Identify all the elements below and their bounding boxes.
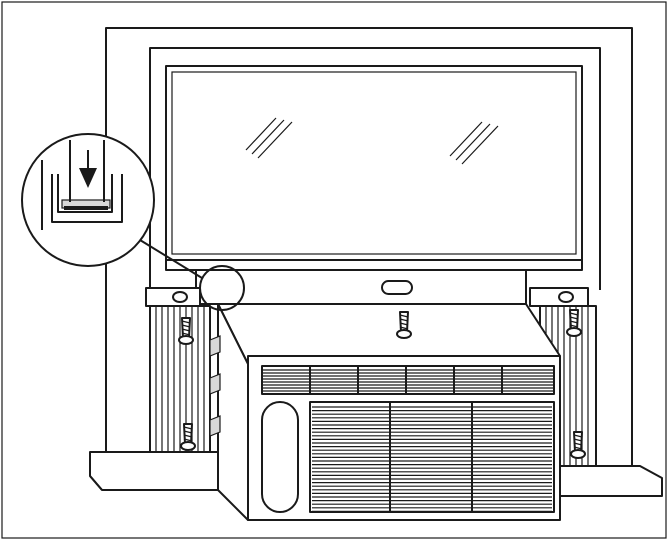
detail-callout [21,133,245,311]
window-sash [165,65,583,261]
screw-icon [180,423,196,451]
ac-front-grille [309,401,555,513]
screw-icon [396,311,412,339]
screw-icon [570,431,586,459]
top-mounting-rail [195,269,527,305]
rail-slot [381,280,413,295]
channel-detail [41,140,123,230]
ac-control-panel [261,401,299,513]
callout-leader [139,239,203,279]
mounting-screws [178,309,586,459]
window-sill [89,451,663,497]
screw-icon [178,317,194,345]
left-curtain-panel [145,287,211,471]
left-bracket-hole [172,291,188,303]
callout-small-circle [199,265,245,311]
right-bracket-hole [558,291,574,303]
glass-glare [245,117,499,165]
ac-top-louvers [261,365,555,395]
air-conditioner-unit [209,303,561,521]
ac-side-vents [209,335,221,437]
arrow-down-icon [79,168,97,188]
screw-icon [566,309,582,337]
sash-bottom-rail [165,259,583,271]
ac-front-panel [247,355,561,521]
